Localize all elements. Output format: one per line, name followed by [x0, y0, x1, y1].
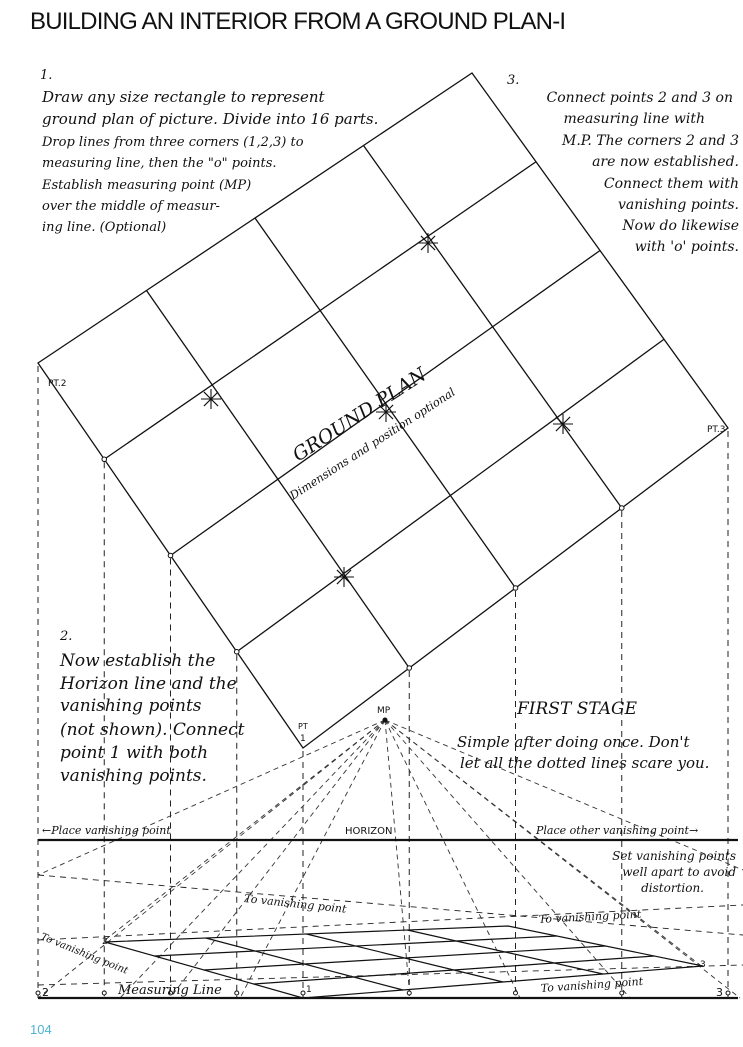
step3-line: measuring line with — [563, 111, 705, 127]
point-2-measure-label: 2 — [42, 986, 49, 999]
drop-lines — [37, 366, 729, 998]
mp-label: MP — [377, 706, 391, 716]
horizon-label: HORIZON — [345, 826, 393, 837]
to-vp-center: To vanishing point — [244, 892, 348, 916]
step2-text: Now establish the Horizon line and the v… — [59, 651, 245, 786]
grid-line — [254, 217, 517, 589]
step2-line: Now establish the — [59, 651, 216, 671]
step2-number: 2. — [59, 629, 72, 644]
floor-line — [306, 933, 504, 983]
pt2-label: PT.2 — [48, 379, 66, 389]
measure-o-marker — [35, 990, 41, 996]
mp-line — [239, 719, 386, 999]
measure-o-marker — [101, 990, 107, 996]
measure-o-marker — [234, 990, 240, 996]
measure-o-marker — [725, 990, 731, 996]
step3-number: 3. — [507, 73, 519, 88]
measure-o-marker — [168, 990, 173, 996]
floor-line — [154, 935, 557, 957]
star-marker — [555, 416, 571, 432]
step1-number: 1. — [40, 68, 52, 83]
step3-line: Connect them with — [604, 176, 739, 192]
mp-line — [119, 719, 386, 999]
mp-line — [384, 719, 631, 999]
left-vp-note: ←Place vanishing point — [42, 824, 171, 837]
step1-line: Establish measuring point (MP) — [41, 178, 251, 193]
pt1-label: PT — [298, 722, 308, 731]
mp-line — [384, 719, 701, 966]
pt1-number: 1 — [300, 734, 306, 744]
step3-line: vanishing points. — [618, 197, 739, 213]
to-vp-left: To vanishing point — [39, 932, 130, 977]
mp-line — [37, 719, 386, 876]
star-marker — [336, 569, 352, 585]
mp-line — [384, 719, 743, 871]
step1-line: over the middle of measur- — [42, 199, 220, 214]
o-marker — [406, 665, 413, 671]
step1-line: measuring line, then the "o" points. — [42, 156, 277, 171]
measure-o-marker — [513, 990, 518, 996]
set-vp-note: Set vanishing points well apart to avoid… — [612, 849, 736, 895]
set-vp-note-line: well apart to avoid — [622, 865, 736, 879]
step3-text: Connect points 2 and 3 on measuring line… — [547, 90, 740, 255]
vanishing-lines — [37, 874, 743, 986]
star-marker — [378, 404, 394, 420]
floor-line — [407, 929, 604, 975]
pt3-label: PT.3 — [707, 425, 725, 435]
measure-o-marker — [619, 990, 625, 996]
stage-line-1: Simple after doing once. Don't — [457, 733, 690, 751]
step3-line: with 'o' points. — [635, 239, 739, 255]
ground-plan-outline — [37, 72, 729, 749]
mp-line — [37, 719, 386, 999]
step3-line: Connect points 2 and 3 on — [547, 90, 733, 106]
mp-line — [384, 719, 521, 999]
grid-line — [103, 161, 537, 460]
page-title: BUILDING AN INTERIOR FROM A GROUND PLAN-… — [30, 8, 566, 35]
o-marker — [233, 648, 240, 655]
step3-line: are now established. — [592, 154, 739, 170]
o-marker — [167, 552, 174, 559]
measuring-line-label: Measuring Line — [117, 983, 222, 998]
step3-line: Now do likewise — [621, 218, 739, 234]
step3-line: M.P. The corners 2 and 3 — [561, 133, 739, 149]
o-marker — [618, 505, 625, 511]
page-number: 104 — [30, 1022, 52, 1037]
step2-line: (not shown). Connect — [60, 720, 245, 740]
mp-line — [169, 719, 386, 999]
step1-line: ing line. (Optional) — [42, 220, 166, 235]
step1-line: Draw any size rectangle to represent — [41, 88, 326, 106]
step2-line: vanishing points. — [60, 766, 207, 786]
set-vp-note-line: Set vanishing points — [612, 849, 736, 863]
step2-line: point 1 with both — [60, 743, 208, 763]
stage-title: FIRST STAGE — [516, 699, 638, 719]
ground-plan-grid — [37, 72, 729, 749]
star-markers — [201, 233, 573, 587]
point-2-label: 2 — [102, 937, 108, 947]
step1-line: ground plan of picture. Divide into 16 p… — [42, 110, 378, 128]
right-vp-note: Place other vanishing point→ — [535, 824, 698, 837]
point-3-measure-label: 3 — [716, 986, 723, 999]
measure-o-marker — [406, 990, 412, 996]
mp-construction-lines — [37, 719, 743, 999]
star-marker — [420, 235, 436, 251]
mp-point — [382, 717, 388, 723]
o-markers — [35, 456, 731, 996]
grid-line — [362, 145, 623, 509]
star-marker — [203, 391, 219, 407]
measure-o-marker — [300, 990, 306, 996]
to-vp-right: To vanishing point — [538, 908, 642, 926]
point-3-label: 3 — [700, 960, 706, 970]
o-marker — [101, 456, 108, 463]
stage-line-2: let all the dotted lines scare you. — [460, 754, 709, 772]
step1-text: Draw any size rectangle to represent gro… — [41, 88, 378, 235]
set-vp-note-line: distortion. — [641, 881, 704, 895]
point-1-label: 1 — [306, 985, 312, 995]
step2-line: Horizon line and the — [59, 674, 237, 694]
mp-line — [384, 719, 411, 999]
o-marker — [512, 585, 519, 591]
step1-line: Drop lines from three corners (1,2,3) to — [41, 135, 304, 150]
step2-line: vanishing points — [60, 696, 202, 716]
